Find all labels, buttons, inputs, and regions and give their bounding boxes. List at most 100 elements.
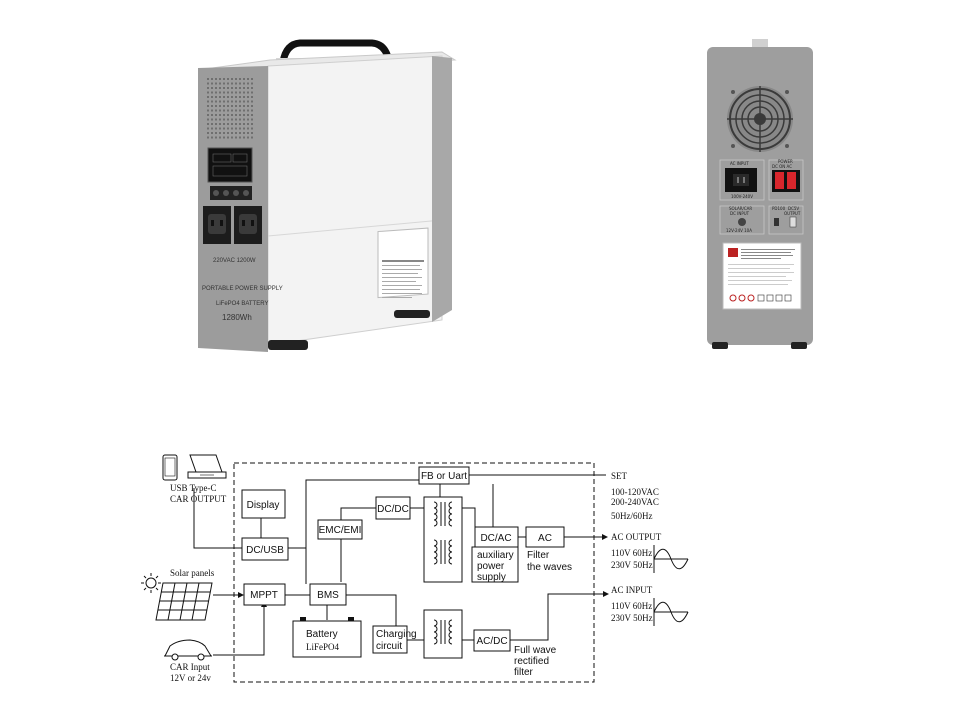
vent-hole	[243, 136, 245, 139]
vent-hole	[231, 96, 233, 98]
vent-hole	[231, 100, 233, 103]
box-emc: EMC/EMI	[317, 519, 363, 540]
vent-hole	[231, 118, 233, 121]
vent-hole	[207, 136, 209, 139]
spec-voltage-2: 200-240VAC	[611, 497, 659, 507]
box-mppt: MPPT	[243, 583, 286, 606]
vent-hole	[243, 118, 245, 121]
box-fb: FB or Uart	[418, 466, 470, 485]
warning-sticker	[722, 242, 802, 310]
vent-hole	[227, 100, 229, 103]
vent-hole	[231, 105, 233, 107]
vent-hole	[219, 132, 221, 134]
vent-hole	[215, 87, 217, 89]
sine-wave-output-icon	[653, 545, 689, 573]
vent-hole	[227, 109, 229, 112]
vent-hole	[239, 87, 241, 89]
vent-hole	[251, 127, 253, 130]
phone-icon	[162, 454, 178, 481]
vent-hole	[227, 96, 229, 98]
battery-label-2: LiFePO4	[306, 642, 340, 652]
vent-hole	[219, 91, 221, 94]
vent-hole	[219, 127, 221, 130]
vent-hole	[207, 123, 209, 125]
vent-hole	[239, 78, 241, 80]
transformer-upper	[423, 496, 463, 583]
vent-hole	[239, 105, 241, 107]
vent-hole	[207, 87, 209, 89]
ac-input-spec-1: 110V 60Hz	[611, 601, 652, 611]
vent-hole	[243, 123, 245, 125]
vent-hole	[223, 114, 225, 116]
vent-hole	[247, 109, 249, 112]
vent-hole	[211, 82, 213, 85]
sine-wave-input-icon	[653, 598, 689, 626]
vent-hole	[207, 132, 209, 134]
fan-grille	[727, 86, 793, 152]
dcac-label: DC/AC	[480, 533, 511, 544]
vent-hole	[239, 136, 241, 139]
spec-frequency: 50Hz/60Hz	[611, 511, 653, 521]
vent-hole	[251, 100, 253, 103]
vent-hole	[247, 105, 249, 107]
vent-hole	[239, 96, 241, 98]
car-icon	[164, 639, 212, 661]
ac-label: AC	[538, 533, 552, 544]
solar-panel-icon	[155, 582, 213, 621]
display-label: Display	[247, 500, 280, 511]
vent-hole	[251, 105, 253, 107]
box-aux: auxiliary power supply	[471, 546, 519, 583]
vent-hole	[207, 96, 209, 98]
vent-hole	[251, 109, 253, 112]
dc5v-label: DC5V	[788, 206, 799, 211]
solar-port	[738, 218, 746, 226]
vent-hole	[247, 100, 249, 103]
vent-hole	[211, 114, 213, 116]
vent-hole	[247, 118, 249, 121]
vent-hole	[223, 105, 225, 107]
vent-hole	[215, 132, 217, 134]
box-dcdc: DC/DC	[375, 496, 411, 520]
vent-hole	[239, 100, 241, 103]
vent-hole	[215, 82, 217, 85]
vent-hole	[223, 132, 225, 134]
vent-hole	[211, 78, 213, 80]
aux-label-1: auxiliary	[477, 550, 514, 561]
vent-hole	[223, 109, 225, 112]
vent-hole	[239, 127, 241, 130]
vent-hole	[219, 109, 221, 112]
vent-hole	[231, 136, 233, 139]
vent-hole	[247, 96, 249, 98]
vent-hole	[219, 87, 221, 89]
vent-hole	[243, 114, 245, 116]
filter-label-1: Filter	[527, 550, 550, 561]
vent-hole	[243, 91, 245, 94]
vent-hole	[219, 136, 221, 139]
dcdc-label: DC/DC	[377, 504, 409, 515]
vent-hole	[207, 91, 209, 94]
emc-label: EMC/EMI	[319, 525, 362, 536]
vent-hole	[251, 78, 253, 80]
vent-hole	[219, 105, 221, 107]
product-line-3: 1280Wh	[222, 313, 252, 322]
vent-hole	[211, 118, 213, 121]
vent-hole	[211, 96, 213, 98]
vent-hole	[251, 136, 253, 139]
vent-hole	[227, 136, 229, 139]
box-dcusb: DC/USB	[241, 537, 289, 561]
vent-hole	[231, 109, 233, 112]
vent-hole	[223, 87, 225, 89]
power-label: POWER	[778, 159, 793, 164]
box-battery: Battery LiFePO4	[292, 617, 362, 658]
vent-hole	[223, 78, 225, 80]
transformer-lower	[423, 609, 463, 659]
full-wave-label-3: filter	[514, 667, 534, 678]
vent-hole	[231, 123, 233, 125]
vent-hole	[247, 78, 249, 80]
filter-label-2: the waves	[527, 562, 572, 573]
vent-hole	[235, 100, 237, 103]
solar-label: SOLAR/CAR	[729, 206, 752, 211]
vent-hole	[243, 96, 245, 98]
